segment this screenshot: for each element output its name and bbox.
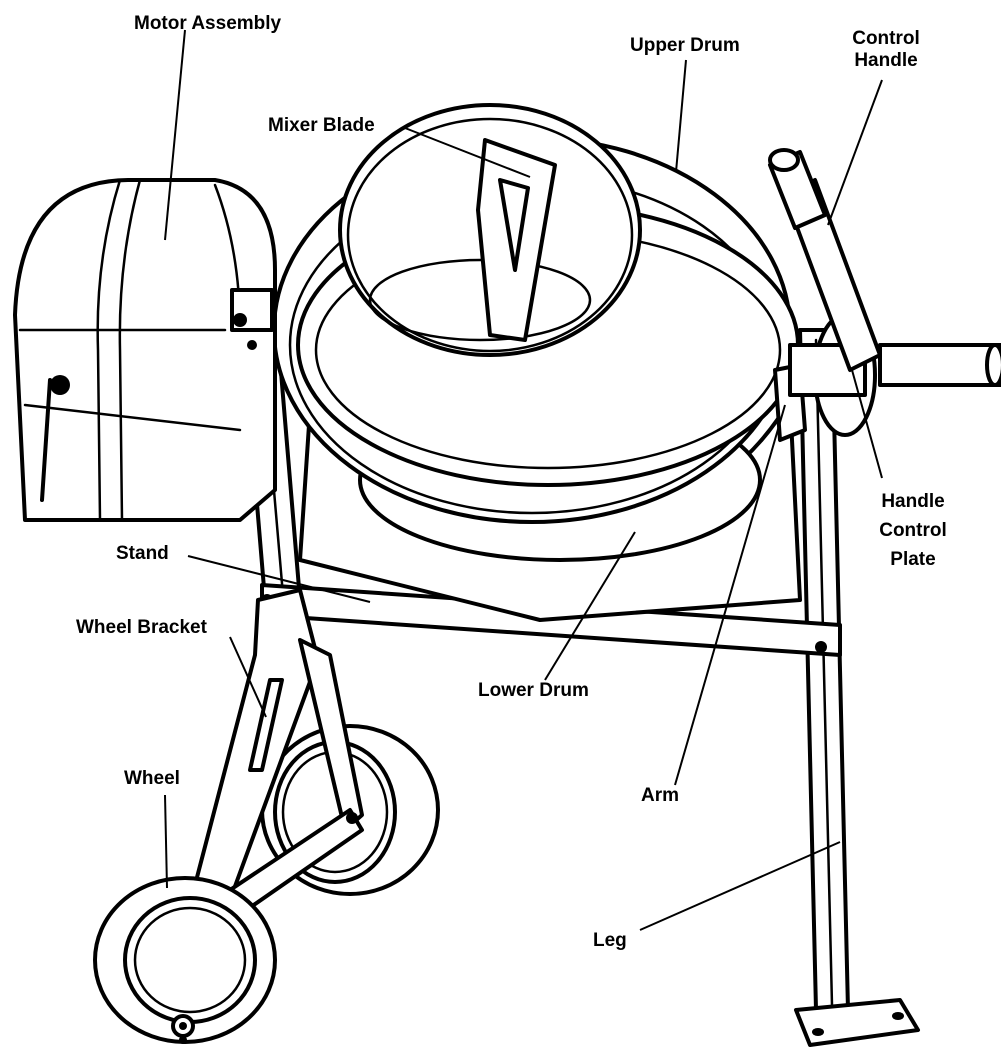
label-wheel: Wheel xyxy=(124,768,180,789)
motor-assembly-part xyxy=(13,178,277,522)
wheel-bracket-part xyxy=(193,588,364,922)
mixer-blade-part xyxy=(476,138,557,342)
label-wheel-bracket: Wheel Bracket xyxy=(76,617,207,638)
label-motor-assembly: Motor Assembly xyxy=(134,13,282,34)
label-mixer-blade: Mixer Blade xyxy=(268,115,375,136)
leg-part xyxy=(794,328,920,1047)
label-leg: Leg xyxy=(593,930,627,951)
label-control-handle: Control Handle xyxy=(852,28,920,71)
label-upper-drum: Upper Drum xyxy=(630,35,740,56)
label-lower-drum: Lower Drum xyxy=(478,680,589,701)
front-wheel-part xyxy=(93,876,277,1044)
control-handle-part xyxy=(768,148,882,372)
label-stand: Stand xyxy=(116,543,169,564)
handle-control-plate-part xyxy=(788,313,1001,437)
label-arm: Arm xyxy=(641,785,680,806)
leader-lines xyxy=(164,29,883,931)
label-handle-control-plate: Handle Control Plate xyxy=(879,491,947,570)
